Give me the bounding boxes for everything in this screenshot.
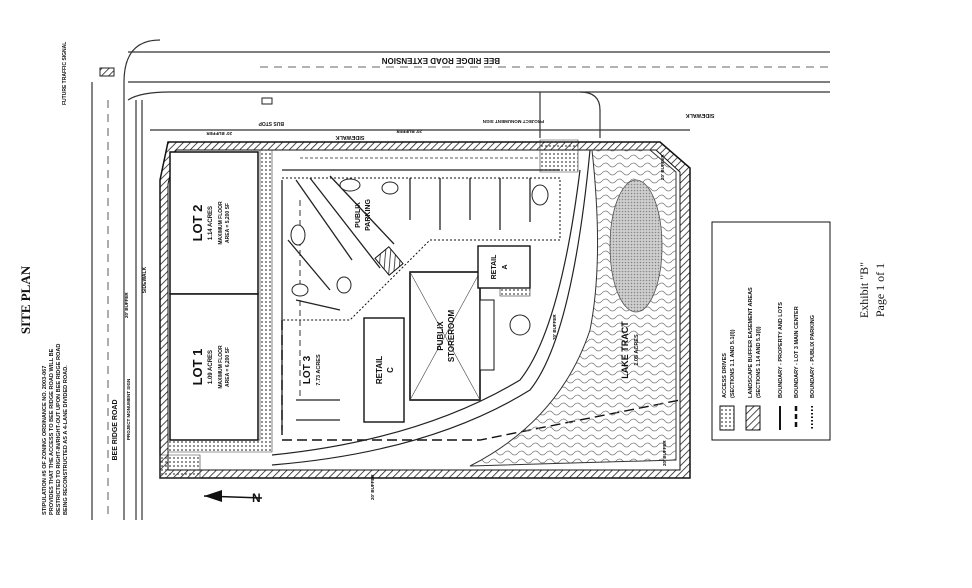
stipulation-line: BEING RECONSTRUCTED AS A 4-LANE DIVIDED … — [63, 365, 69, 515]
buffer-label: 20' BUFFER — [660, 154, 665, 180]
lot-1-floor-area: AREA = 6,200 SF — [225, 347, 231, 387]
lot-3-acres: 7.73 ACRES — [316, 354, 322, 386]
legend-swatch-dots — [719, 405, 735, 431]
lot-1-name: LOT 1 — [190, 349, 205, 386]
publix-parking-boundary — [282, 177, 561, 321]
lake-stippled-area — [609, 179, 663, 313]
page-title: SITE PLAN — [18, 265, 33, 334]
publix-label-line1: PUBLIX — [436, 321, 445, 351]
cart-corral — [374, 246, 404, 276]
sidewalk-label: SIDEWALK — [685, 112, 714, 118]
access-drive — [159, 454, 201, 479]
buffer-label: 20' BUFFER — [552, 314, 557, 340]
publix-parking-labels: PUBLIX PARKING — [355, 199, 372, 231]
service-drive — [271, 169, 581, 456]
lot-3-boundary — [281, 320, 681, 441]
legend-label: BOUNDARY - PUBLIX PARKING — [810, 315, 816, 398]
lake-tract-name: LAKE TRACT — [620, 321, 630, 379]
sidewalk-label: SIDEWALK — [335, 134, 364, 140]
stipulation-line: STIPULATION #5 OF ZONING ORDINANCE NO. 2… — [42, 366, 48, 515]
lot-1-parcel — [169, 293, 259, 441]
road-label-bee-ridge-extension: BEE RIDGE ROAD EXTENSION — [382, 56, 500, 65]
parking-stalls — [281, 157, 560, 430]
retail-c-line2: C — [386, 367, 395, 373]
lot-2-floor-label: MAXIMUM FLOOR — [218, 201, 224, 245]
service-drive — [271, 149, 591, 466]
buffer-label: 20' BUFFER — [396, 129, 422, 134]
north-arrow-label: N — [252, 491, 261, 505]
traffic-signal-icon — [99, 67, 115, 77]
sidewalk-west-label: SIDEWALK — [142, 266, 148, 293]
lot-1-acres: 1.09 ACRES — [208, 350, 214, 384]
stipulation-line: PROVIDES THAT THE ACCESS TO BEE RIDGE RO… — [49, 348, 55, 515]
lot-2-name: LOT 2 — [190, 205, 205, 242]
stipulation-line: RESTRICTED TO RIGHT-IN/RIGHT-OUT UPON BE… — [56, 344, 62, 515]
access-drive — [167, 149, 273, 453]
lot-3-labels: LOT 3 7.73 ACRES — [302, 354, 322, 386]
parking-islands — [290, 178, 549, 336]
buffer-label: 20' BUFFER — [124, 292, 129, 318]
retail-a-building: RETAIL A — [477, 245, 531, 297]
north-arrow-icon: N — [203, 490, 263, 505]
legend: ACCESS DRIVES (SECTIONS 1.1 AND 5.1(I)) … — [711, 221, 831, 441]
legend-label: (SECTIONS 1.14 AND 5.3(I)) — [756, 326, 762, 398]
bus-stop-label: BUS STOP — [258, 120, 284, 126]
project-sign-label: PROJECT MONUMENT SIGN — [483, 119, 544, 124]
retail-c-building: RETAIL C — [363, 317, 405, 423]
legend-label: (SECTIONS 1.1 AND 5.1(I)) — [730, 329, 736, 398]
publix-storeroom-building: PUBLIX STOREROOM — [409, 271, 495, 401]
legend-label: BOUNDARY - LOT 3 MAIN CENTER — [794, 306, 800, 398]
legend-label: BOUNDARY - PROPERTY AND LOTS — [778, 302, 784, 398]
lot-2-labels: LOT 2 1.14 ACRES MAXIMUM FLOOR AREA = 5,… — [190, 201, 231, 245]
legend-label: LANDSCAPE BUFFER EASEMENT AREAS — [748, 287, 754, 398]
road-label-bee-ridge-road: BEE RIDGE ROAD — [112, 399, 119, 460]
publix-label-line2: STOREROOM — [447, 310, 456, 363]
publix-parking-line1: PUBLIX — [355, 202, 362, 228]
lake-tract-labels: LAKE TRACT 1.05 ACRES — [620, 321, 640, 379]
buffer-label: 20' BUFFER — [370, 474, 375, 500]
lot-2-acres: 1.14 ACRES — [208, 206, 214, 240]
lot-3-name: LOT 3 — [302, 355, 313, 384]
lot-2-floor-area: AREA = 5,200 SF — [225, 203, 231, 243]
lot-1-floor-label: MAXIMUM FLOOR — [218, 345, 224, 389]
project-sign-label: PROJECT MONUMENT SIGN — [126, 379, 131, 440]
buffer-label: 20' BUFFER — [662, 440, 667, 466]
traffic-signal-label: FUTURE TRAFFIC SIGNAL — [62, 42, 68, 105]
retail-c-line1: RETAIL — [375, 356, 384, 384]
retail-a-line1: RETAIL — [491, 254, 498, 279]
road-network — [91, 39, 830, 520]
bus-stop-icon — [261, 97, 273, 105]
buffer-label: 20' BUFFER — [206, 131, 232, 136]
retail-a-line2: A — [502, 264, 509, 269]
publix-parking-line2: PARKING — [365, 199, 372, 231]
exhibit-label: Exhibit "B" — [857, 262, 871, 318]
lake-tract-acres: 1.05 ACRES — [634, 334, 640, 366]
legend-swatch-hatch — [745, 405, 761, 431]
access-drive — [539, 139, 579, 173]
legend-label: ACCESS DRIVES — [722, 353, 728, 398]
lot-1-labels: LOT 1 1.09 ACRES MAXIMUM FLOOR AREA = 6,… — [190, 345, 231, 389]
exhibit-page-number: Page 1 of 1 — [873, 263, 887, 317]
stipulation-note: STIPULATION #5 OF ZONING ORDINANCE NO. 2… — [42, 344, 69, 515]
lot-2-parcel — [169, 151, 259, 295]
